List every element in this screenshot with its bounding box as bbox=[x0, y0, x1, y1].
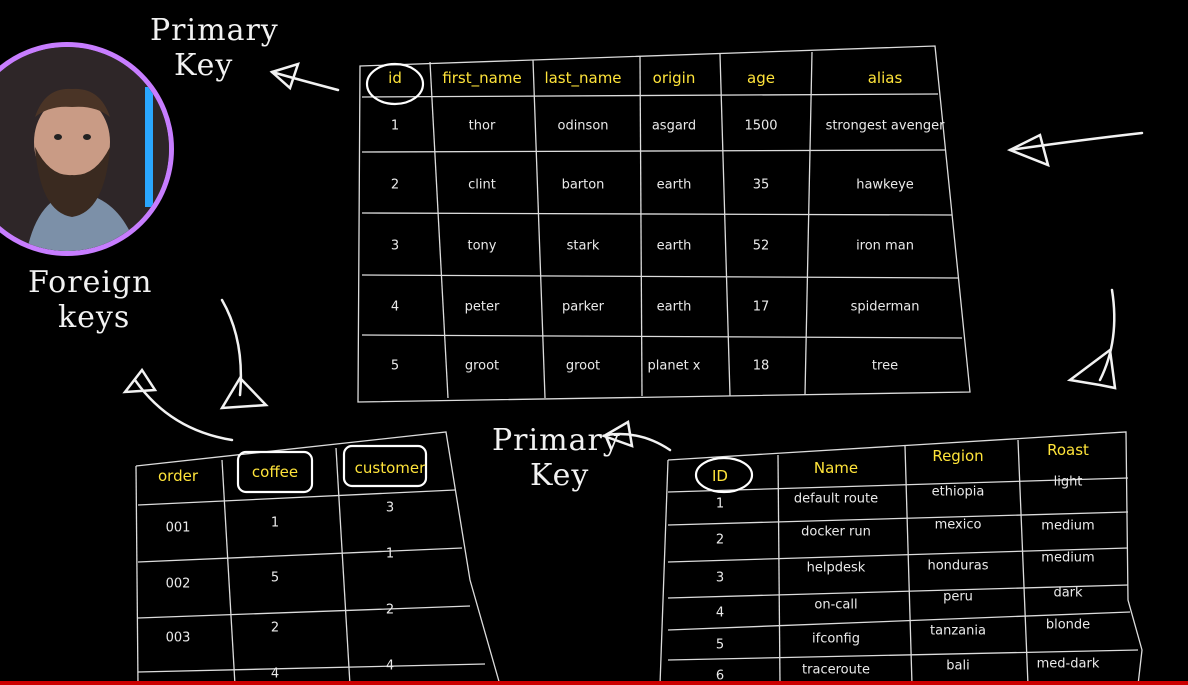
heroes-table-cell: parker bbox=[562, 299, 604, 315]
coffee-id-circle bbox=[694, 456, 754, 494]
coffee-table-cell: traceroute bbox=[802, 662, 870, 678]
heroes-table-cell: tree bbox=[871, 358, 899, 374]
heroes-table-cell: odinson bbox=[557, 118, 609, 134]
heroes-table-cell: 17 bbox=[752, 299, 770, 315]
coffee-table-cell: default route bbox=[793, 491, 879, 507]
orders-table-cell: 1 bbox=[385, 546, 395, 562]
orders-table-cell: 3 bbox=[385, 500, 395, 516]
heroes-table-cell: strongest avenger bbox=[825, 118, 945, 134]
coffee-table-cell: bali bbox=[946, 658, 970, 674]
heroes-table-cell: planet x bbox=[647, 358, 701, 374]
heroes-header-cell: last_name bbox=[544, 69, 622, 87]
heroes-table-cell: iron man bbox=[856, 238, 914, 254]
heroes-table-cell: tony bbox=[467, 238, 497, 254]
presenter-illustration bbox=[0, 47, 169, 251]
coffee-table-cell: med-dark bbox=[1036, 656, 1100, 672]
orders-table-cell: 5 bbox=[270, 570, 280, 586]
orders-header-cell: customer bbox=[354, 459, 426, 477]
arrow-right-top bbox=[1006, 131, 1144, 168]
orders-table-cell: 2 bbox=[270, 620, 280, 636]
coffee-table-cell: ifconfig bbox=[812, 631, 860, 647]
heroes-header-cell: first_name bbox=[442, 69, 522, 87]
presenter-avatar bbox=[0, 42, 174, 256]
heroes-table-cell: groot bbox=[565, 358, 601, 374]
heroes-table-cell: 4 bbox=[390, 299, 400, 315]
coffee-table-cell: 6 bbox=[715, 668, 725, 684]
orders-header-cell: order bbox=[158, 467, 198, 485]
orders-table-cell: 4 bbox=[385, 658, 395, 674]
heroes-table-cell: thor bbox=[468, 118, 496, 134]
orders-table-cell: 1 bbox=[270, 515, 280, 531]
heroes-table-cell: peter bbox=[464, 299, 500, 315]
coffee-table-cell: ethiopia bbox=[931, 484, 985, 500]
coffee-table-cell: 4 bbox=[715, 605, 725, 621]
heroes-id-circle bbox=[365, 62, 425, 106]
heroes-table-cell: asgard bbox=[651, 118, 697, 134]
coffee-table-cell: mexico bbox=[934, 517, 982, 533]
coffee-table-cell: 3 bbox=[715, 570, 725, 586]
heroes-table-cell: stark bbox=[566, 238, 600, 254]
coffee-header-cell: Name bbox=[813, 459, 859, 477]
coffee-table-cell: tanzania bbox=[930, 623, 986, 639]
heroes-header-cell: id bbox=[388, 69, 402, 87]
arrow-foreign-keys-left bbox=[122, 367, 234, 442]
heroes-table-cell: earth bbox=[656, 238, 692, 254]
heroes-table-cell: spiderman bbox=[850, 299, 920, 315]
coffee-fk-box bbox=[236, 450, 314, 494]
primary-key-top-label: Primary Key bbox=[150, 13, 279, 83]
heroes-table-cell: 18 bbox=[752, 358, 770, 374]
coffee-header-cell: ID bbox=[712, 467, 728, 485]
heroes-table-cell: 1 bbox=[390, 118, 400, 134]
heroes-table-cell: 5 bbox=[390, 358, 400, 374]
video-progress-bar[interactable] bbox=[0, 681, 1188, 685]
coffee-table-cell: honduras bbox=[927, 558, 989, 574]
coffee-table-cell: 2 bbox=[715, 532, 725, 548]
orders-header-cell: coffee bbox=[251, 463, 299, 481]
arrow-to-primary-key-top bbox=[269, 62, 340, 92]
heroes-table-cell: earth bbox=[656, 177, 692, 193]
coffee-table-cell: medium bbox=[1041, 518, 1095, 534]
coffee-table-cell: blonde bbox=[1045, 617, 1091, 633]
coffee-table-cell: 5 bbox=[715, 637, 725, 653]
coffee-table-cell: peru bbox=[943, 589, 973, 605]
heroes-table-cell: 3 bbox=[390, 238, 400, 254]
heroes-header-cell: origin bbox=[652, 69, 696, 87]
coffee-header-cell: Roast bbox=[1047, 441, 1089, 459]
heroes-table-cell: groot bbox=[464, 358, 500, 374]
coffee-table-cell: dark bbox=[1053, 585, 1083, 601]
heroes-table-cell: 52 bbox=[752, 238, 770, 254]
arrow-to-primary-key-bottom bbox=[601, 420, 672, 452]
heroes-header-cell: age bbox=[747, 69, 775, 87]
orders-table-cell: 4 bbox=[270, 666, 280, 682]
heroes-table-cell: 2 bbox=[390, 177, 400, 193]
heroes-table-cell: 1500 bbox=[744, 118, 778, 134]
coffee-table-cell: docker run bbox=[801, 524, 871, 540]
coffee-header-cell: Region bbox=[932, 447, 984, 465]
coffee-table-cell: light bbox=[1053, 474, 1083, 490]
heroes-table-cell: 35 bbox=[752, 177, 770, 193]
orders-table-cell: 2 bbox=[385, 602, 395, 618]
foreign-keys-label: Foreign keys bbox=[28, 265, 153, 335]
heroes-table-cell: hawkeye bbox=[856, 177, 914, 193]
customer-fk-box bbox=[342, 444, 428, 488]
arrow-foreign-keys-down bbox=[219, 298, 269, 410]
coffee-table-cell: 1 bbox=[715, 496, 725, 512]
primary-key-bottom-label: Primary Key bbox=[492, 423, 621, 493]
coffee-table-cell: helpdesk bbox=[806, 560, 866, 576]
orders-table-cell: 003 bbox=[165, 630, 191, 646]
heroes-table-cell: barton bbox=[561, 177, 605, 193]
orders-table-cell: 002 bbox=[165, 576, 191, 592]
heroes-table-cell: clint bbox=[468, 177, 496, 193]
heroes-header-cell: alias bbox=[867, 69, 903, 87]
orders-table-cell: 001 bbox=[165, 520, 191, 536]
arrow-right-down bbox=[1066, 288, 1117, 390]
heroes-table-cell: earth bbox=[656, 299, 692, 315]
coffee-table-cell: on-call bbox=[814, 597, 858, 613]
coffee-table-cell: medium bbox=[1041, 550, 1095, 566]
